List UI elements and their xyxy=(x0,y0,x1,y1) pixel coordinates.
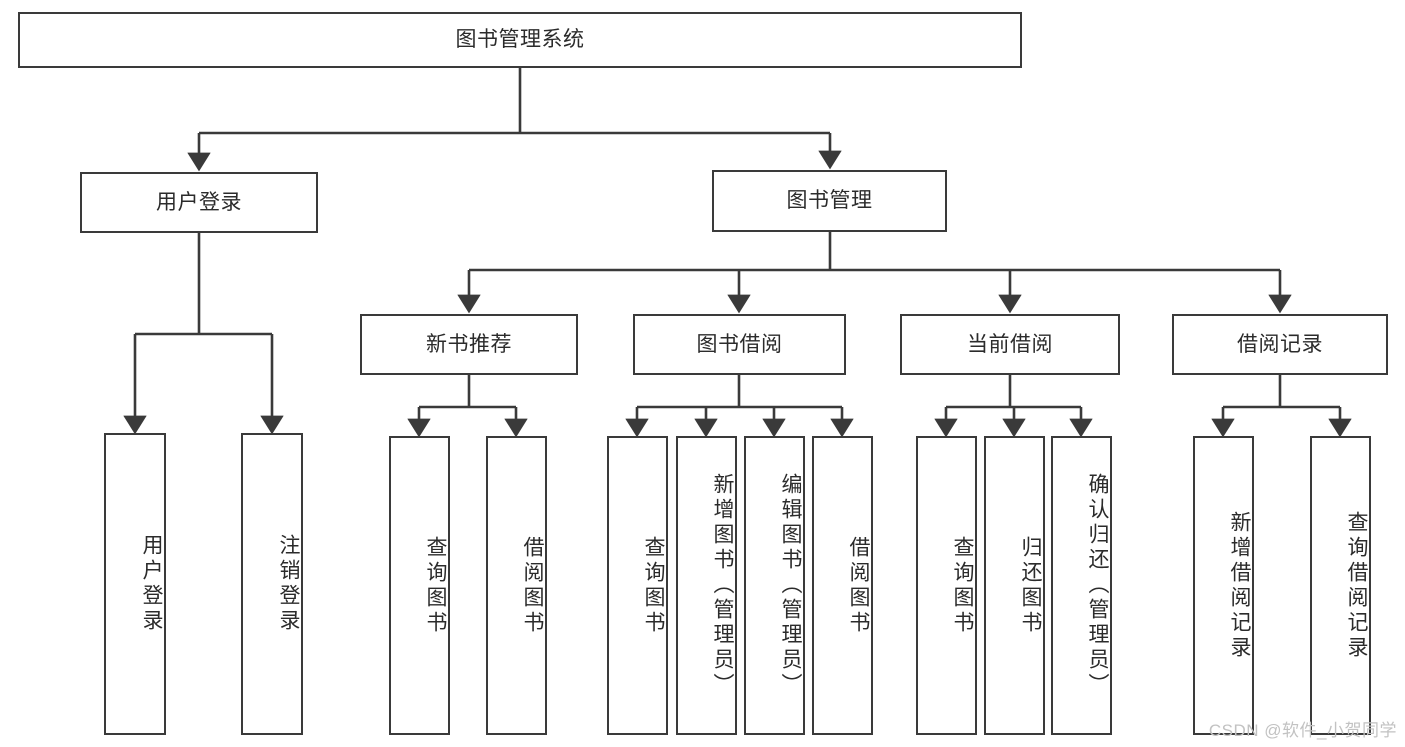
node-book-manage[interactable]: 图书管理 xyxy=(712,170,947,232)
leaf-current-borrow-3[interactable]: 确认归还（管理员） xyxy=(1051,436,1112,735)
node-borrow-record[interactable]: 借阅记录 xyxy=(1172,314,1388,375)
node-root[interactable]: 图书管理系统 xyxy=(18,12,1022,68)
node-new-book-recommend[interactable]: 新书推荐 xyxy=(360,314,578,375)
leaf-book-borrow-1[interactable]: 查询图书 xyxy=(607,436,668,735)
leaf-label: 借阅图书 xyxy=(521,535,544,636)
node-book-borrow[interactable]: 图书借阅 xyxy=(633,314,846,375)
leaf-borrow-record-2[interactable]: 查询借阅记录 xyxy=(1310,436,1371,735)
leaf-current-borrow-1[interactable]: 查询图书 xyxy=(916,436,977,735)
node-borrow-record-label: 借阅记录 xyxy=(1237,332,1323,356)
leaf-label: 查询图书 xyxy=(642,535,665,636)
leaf-new-book-1[interactable]: 查询图书 xyxy=(389,436,450,735)
node-new-book-recommend-label: 新书推荐 xyxy=(426,332,512,356)
leaf-book-borrow-2[interactable]: 新增图书（管理员） xyxy=(676,436,737,735)
leaf-label: 新增借阅记录 xyxy=(1228,510,1251,661)
leaf-label: 注销登录 xyxy=(277,534,300,634)
node-book-borrow-label: 图书借阅 xyxy=(696,332,783,356)
node-user-login-label: 用户登录 xyxy=(156,190,242,214)
node-book-manage-label: 图书管理 xyxy=(786,189,873,213)
leaf-book-borrow-4[interactable]: 借阅图书 xyxy=(812,436,873,735)
node-user-login[interactable]: 用户登录 xyxy=(80,172,318,233)
leaf-new-book-2[interactable]: 借阅图书 xyxy=(486,436,547,735)
leaf-label: 查询图书 xyxy=(424,535,447,636)
leaf-user-login-2[interactable]: 注销登录 xyxy=(241,433,303,735)
leaf-label: 查询借阅记录 xyxy=(1345,510,1368,661)
leaf-current-borrow-2[interactable]: 归还图书 xyxy=(984,436,1045,735)
leaf-label: 归还图书 xyxy=(1019,535,1042,636)
leaf-label: 借阅图书 xyxy=(847,535,870,636)
leaf-label: 编辑图书（管理员） xyxy=(779,473,802,698)
leaf-label: 用户登录 xyxy=(140,534,163,634)
node-root-label: 图书管理系统 xyxy=(455,28,585,52)
watermark: CSDN @软件_小贺同学 xyxy=(1208,721,1397,740)
leaf-label: 查询图书 xyxy=(951,535,974,636)
leaf-label: 确认归还（管理员） xyxy=(1086,473,1109,698)
leaf-user-login-1[interactable]: 用户登录 xyxy=(104,433,166,735)
leaf-label: 新增图书（管理员） xyxy=(711,473,734,698)
node-current-borrow-label: 当前借阅 xyxy=(967,332,1053,356)
node-current-borrow[interactable]: 当前借阅 xyxy=(900,314,1120,375)
leaf-book-borrow-3[interactable]: 编辑图书（管理员） xyxy=(744,436,805,735)
leaf-borrow-record-1[interactable]: 新增借阅记录 xyxy=(1193,436,1254,735)
